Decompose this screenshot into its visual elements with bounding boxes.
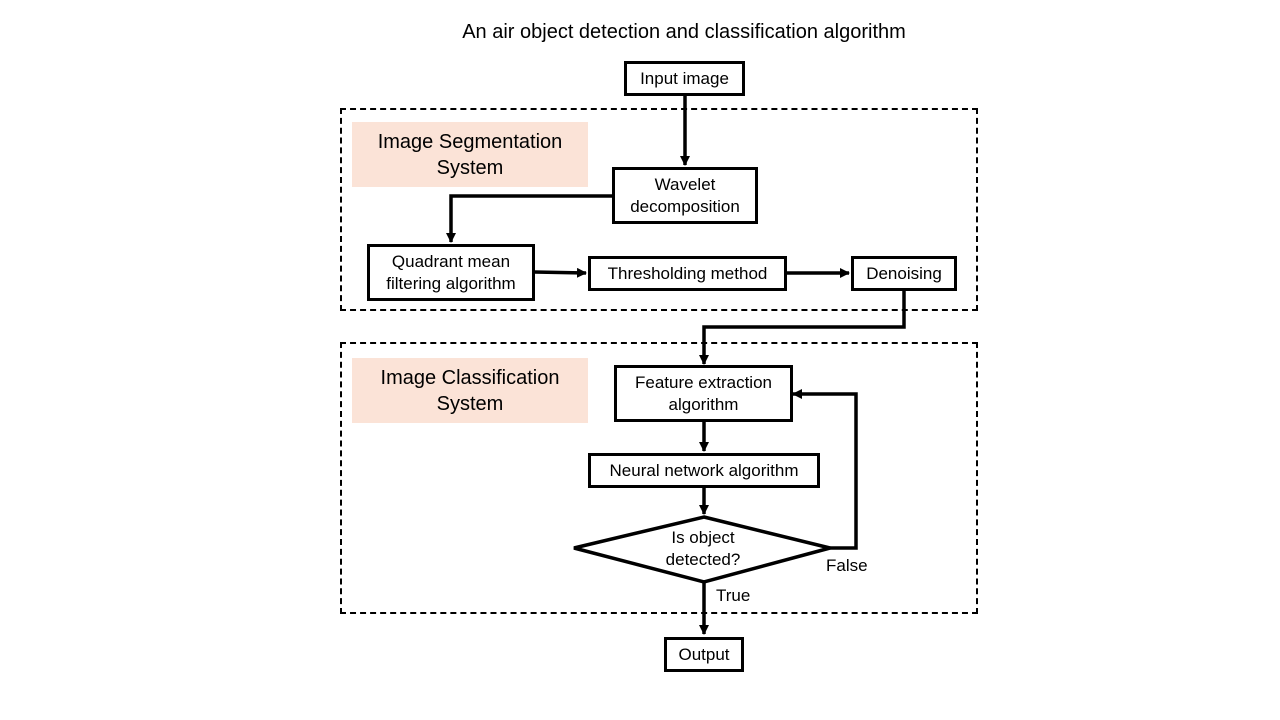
node-quadrant-mean-filtering: Quadrant mean filtering algorithm [367,244,535,301]
edge-label-true: True [716,586,751,605]
node-output: Output [664,637,744,672]
group-image-segmentation [340,108,978,311]
node-thresholding-method: Thresholding method [588,256,787,291]
decision-label: Is object detected? [665,528,741,569]
edge-denoise-to-feature [699,290,906,365]
edge-wavelet-to-quadrant [446,194,612,243]
node-wavelet-decomposition: Wavelet decomposition [612,167,758,224]
edge-decision-false-to-feature [792,389,858,550]
node-feature-extraction: Feature extraction algorithm [614,365,793,422]
edge-quadrant-to-threshold [533,267,587,278]
group-label-classification: Image Classification System [352,358,588,423]
edge-label-false: False [826,556,868,575]
group-label-segmentation: Image Segmentation System [352,122,588,187]
node-denoising: Denoising [851,256,957,291]
node-neural-network: Neural network algorithm [588,453,820,488]
decision-diamond [573,515,831,584]
group-image-classification [340,342,978,614]
node-input-image: Input image [624,61,745,96]
diagram-title: An air object detection and classificati… [462,21,906,43]
